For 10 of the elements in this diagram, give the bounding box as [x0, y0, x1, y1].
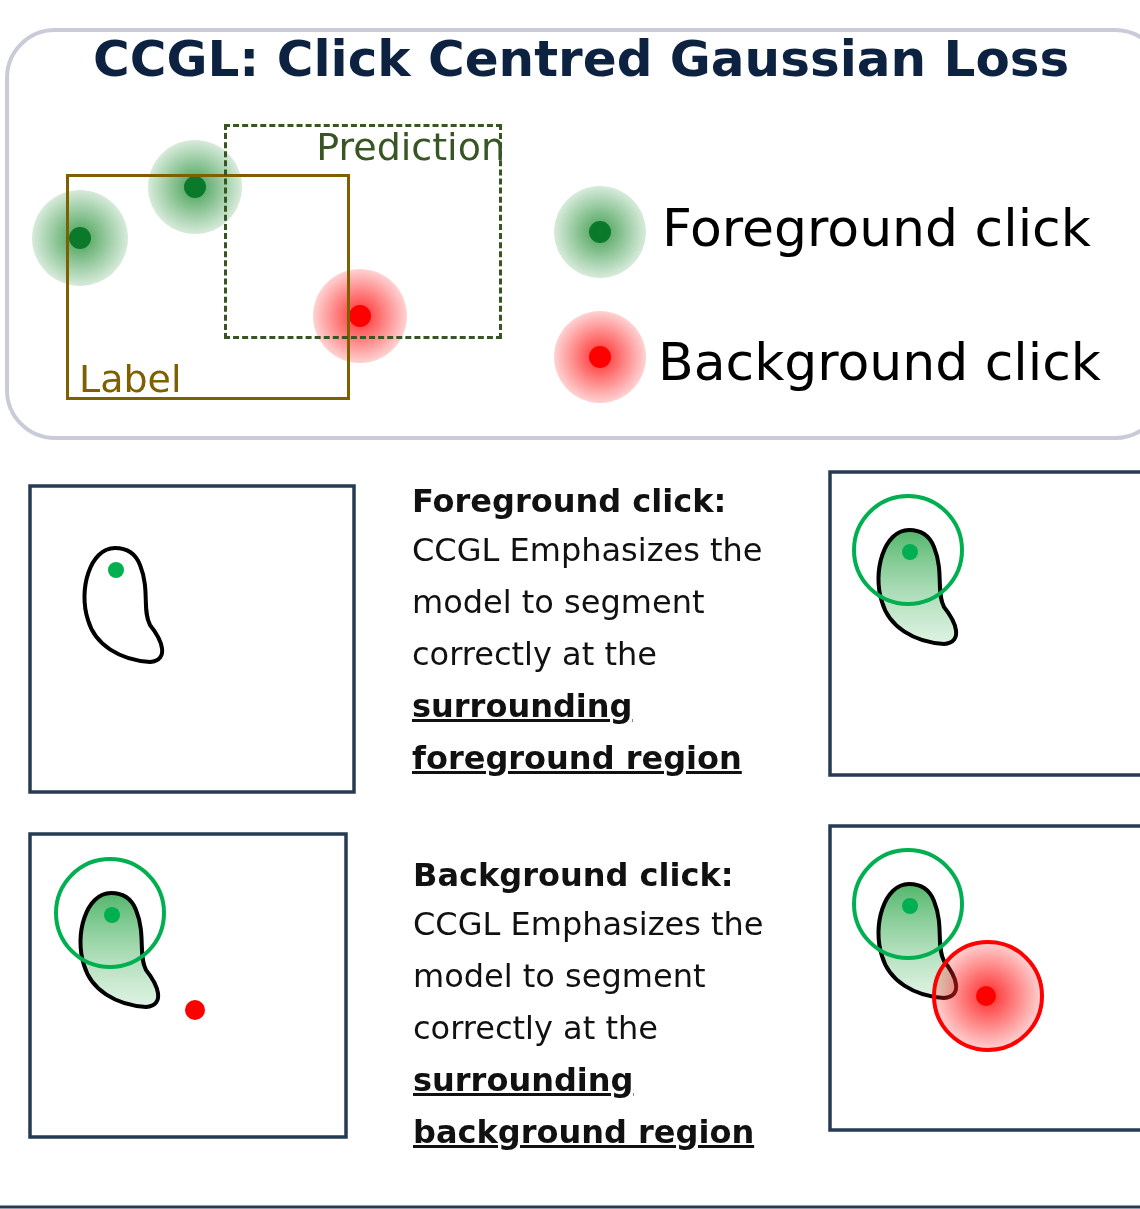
legend-label: Background click: [658, 332, 1101, 392]
box-label: Label: [79, 357, 182, 401]
rounded-panel: [5, 28, 1140, 440]
prediction-box: [224, 124, 502, 339]
legend-label: Foreground click: [662, 198, 1091, 258]
description-text: Foreground click: CCGL Emphasizes the model to segment correctly at the surrounding foreground region: [412, 481, 764, 779]
panel-heading: CCGL: Click Centred Gaussian Loss: [93, 30, 1070, 88]
description-text: Background click: CCGL Emphasizes the model to segment correctly at the surrounding background region: [413, 855, 765, 1153]
box-label: Prediction: [316, 125, 505, 169]
label-box: [66, 174, 350, 400]
